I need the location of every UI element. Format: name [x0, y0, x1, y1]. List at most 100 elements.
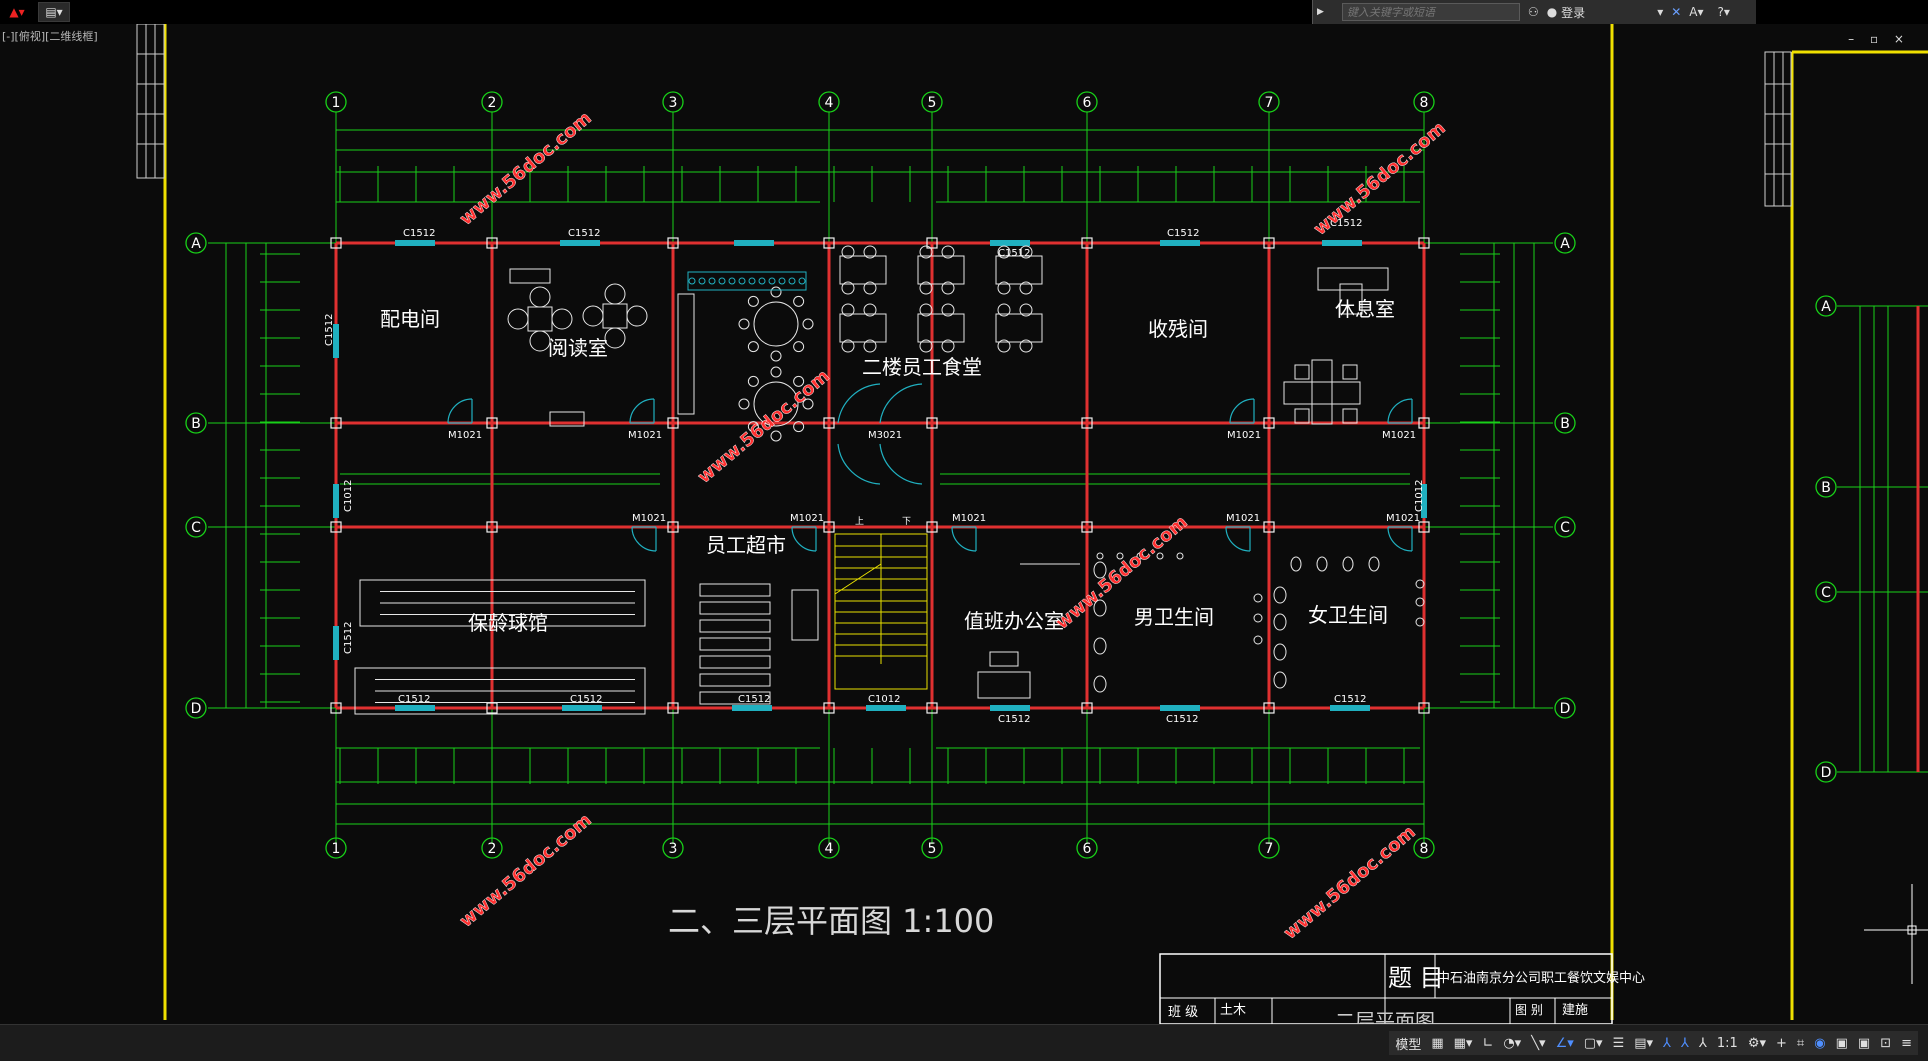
tag-window: C1012 — [343, 480, 354, 512]
grid-bubble-label: 2 — [488, 95, 497, 111]
transparency-icon[interactable]: ▤▾ — [1634, 1035, 1654, 1051]
a360-icon[interactable]: A▾ — [1689, 5, 1704, 19]
units-icon[interactable]: ⌗ — [1796, 1035, 1805, 1051]
grid-bubble-label: 1 — [332, 95, 341, 111]
room-labels: 配电间 阅读室 二楼员工食堂 收残间 休息室 保龄球馆 员工超市 值班办公室 男… — [380, 297, 1395, 635]
room-womens-toilet: 女卫生间 — [1308, 603, 1388, 627]
hardware-acceleration-icon[interactable]: ▣ — [1835, 1035, 1848, 1051]
tag-door: M1021 — [628, 430, 662, 441]
workspace-gear-icon[interactable]: ⚙▾ — [1747, 1035, 1767, 1051]
watermark: www.56doc.com — [1280, 822, 1420, 944]
tag-window: C1512 — [1166, 714, 1198, 725]
grid-bubble-label: C — [1560, 520, 1570, 536]
grid-bubble-label: D — [191, 701, 202, 717]
model-space-button[interactable]: 模型 — [1395, 1037, 1422, 1053]
tag-door: M1021 — [1227, 430, 1261, 441]
sheet-frame — [163, 24, 1928, 1020]
customize-menu-icon[interactable]: ≡ — [1901, 1035, 1912, 1051]
save-icon[interactable]: ▤▾ — [38, 2, 70, 22]
help-icon[interactable]: ?▾ — [1717, 5, 1730, 19]
snap-icon[interactable]: ▦▾ — [1453, 1035, 1473, 1051]
grid-bubble-label: 6 — [1083, 841, 1092, 857]
tag-door: M1021 — [952, 513, 986, 524]
exchange-icon[interactable]: ✕ — [1671, 5, 1682, 19]
tag-window: C1512 — [998, 248, 1030, 259]
title-block-class-label: 班 级 — [1168, 1005, 1198, 1020]
room-mens-toilet: 男卫生间 — [1134, 605, 1214, 629]
isodraft-icon[interactable]: ╲▾ — [1531, 1035, 1546, 1051]
search-input[interactable] — [1341, 3, 1520, 21]
dimension-lines — [225, 129, 1535, 825]
tag-door: M1021 — [632, 513, 666, 524]
grid-bubble-label: C — [191, 520, 201, 536]
dropdown-icon[interactable]: ▾ — [1657, 5, 1664, 19]
window-controls[interactable]: – ▫ × — [1848, 32, 1910, 46]
viewport-label[interactable]: [-][俯视][二维线框] — [2, 30, 98, 43]
stairwell: 上 下 — [834, 516, 928, 690]
watermark: www.56doc.com — [1310, 118, 1450, 240]
tag-door: M1021 — [790, 513, 824, 524]
auto-scale-icon[interactable]: ⅄ — [1681, 1035, 1689, 1051]
drawing-title: 二、三层平面图 1:100 — [668, 902, 994, 940]
annotation-scale-icon[interactable]: ⅄ — [1698, 1035, 1707, 1051]
grid-bubble-label: 5 — [928, 841, 937, 857]
title-block-project: 中石油南京分公司职工餐饮文娱中心 — [1437, 970, 1645, 986]
annotation-visibility-icon[interactable]: ⅄ — [1663, 1035, 1671, 1051]
binoculars-icon[interactable]: ⚇ — [1527, 5, 1539, 19]
infocenter-bar: ▶ ⚇ ● 登录 ▾ ✕ A▾ ?▾ — [1312, 0, 1756, 24]
tag-window: C1012 — [868, 694, 900, 705]
clean-screen-icon[interactable]: ▣ — [1857, 1035, 1871, 1051]
title-block-topic-label: 题 目 — [1388, 964, 1444, 992]
title-block-drawing-label: 图 别 — [1515, 1003, 1543, 1017]
grid-bubble-label: 8 — [1420, 95, 1429, 111]
tag-door: M1021 — [1382, 430, 1416, 441]
crosshair-cursor — [1864, 884, 1928, 984]
ortho-icon[interactable]: ∟ — [1482, 1035, 1494, 1051]
plus-icon[interactable]: + — [1776, 1035, 1787, 1051]
grid-bubble-label: 2 — [488, 841, 497, 857]
grid-bubble-label: A — [191, 236, 201, 252]
lineweight-icon[interactable]: ☰ — [1612, 1035, 1625, 1051]
svg-text:B: B — [1821, 480, 1831, 496]
object-snap-icon[interactable]: ▢▾ — [1583, 1035, 1603, 1051]
opening-tags: C1512 C1512 C1512 C1512 C1512 M1021 M102… — [324, 218, 1425, 725]
revision-table-right — [1764, 51, 1792, 207]
tag-window: C1512 — [1167, 228, 1199, 239]
stair-up-label: 上 — [855, 516, 864, 527]
tag-window: C1512 — [570, 694, 602, 705]
isolate-icon[interactable]: ◉ — [1814, 1035, 1826, 1051]
grid-bubble-label: 3 — [669, 95, 678, 111]
tag-window: C1512 — [398, 694, 430, 705]
annotation-scale-value[interactable]: 1:1 — [1716, 1035, 1738, 1051]
object-snap-tracking-icon[interactable]: ∠▾ — [1555, 1035, 1574, 1051]
grid-bubble-label: B — [191, 416, 201, 432]
tag-window: C1512 — [403, 228, 435, 239]
grid-bubble-label: 4 — [825, 95, 834, 111]
watermark: www.56doc.com — [456, 810, 596, 932]
revision-table-left — [136, 24, 165, 179]
title-block-drawing-type: 建施 — [1562, 1003, 1588, 1018]
grid-bubble-label: D — [1560, 701, 1571, 717]
autocad-logo-icon[interactable]: ▲▾ — [0, 2, 34, 22]
watermark: www.56doc.com — [694, 366, 834, 488]
furniture — [354, 245, 1425, 715]
user-icon[interactable]: ● — [1546, 5, 1558, 19]
tag-window: C1012 — [1414, 480, 1425, 512]
grid-icon[interactable]: ▦ — [1431, 1035, 1444, 1051]
grid-bubble-label: 1 — [332, 841, 341, 857]
tag-window: C1512 — [324, 314, 335, 346]
room-bowling: 保龄球馆 — [468, 611, 548, 635]
room-canteen: 二楼员工食堂 — [862, 355, 982, 379]
polar-icon[interactable]: ◔▾ — [1503, 1035, 1522, 1051]
fullscreen-icon[interactable]: ⊡ — [1880, 1035, 1892, 1051]
expand-icon[interactable]: ▶ — [1317, 7, 1324, 17]
login-button[interactable]: 登录 — [1561, 5, 1586, 20]
tag-door: M1021 — [1226, 513, 1260, 524]
status-bar: 模型 ▦ ▦▾ ∟ ◔▾ ╲▾ ∠▾ ▢▾ ☰ ▤▾ ⅄ ⅄ ⅄ 1:1 ⚙▾ … — [0, 1024, 1928, 1061]
grid-bubble-label: 4 — [825, 841, 834, 857]
grid-bubble-label: 3 — [669, 841, 678, 857]
grid-bubble-label: 7 — [1265, 841, 1274, 857]
svg-text:A: A — [1821, 299, 1831, 315]
